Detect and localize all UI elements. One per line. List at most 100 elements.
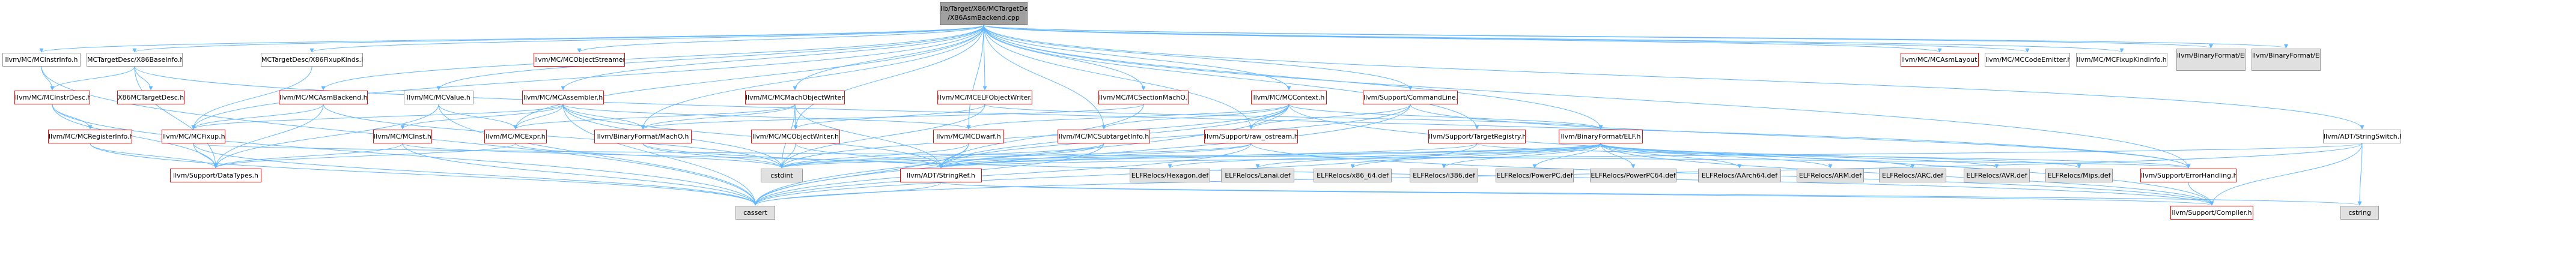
graph-node-hexagon[interactable]: ELFRelocs/Hexagon.def bbox=[1130, 169, 1210, 182]
edge-root-to-mcdwarf bbox=[966, 25, 984, 130]
edge-machoh-to-cstdint bbox=[642, 143, 784, 169]
edge-root-to-mcobjectwriter bbox=[793, 25, 984, 130]
graph-node-avr[interactable]: ELFRelocs/AVR.def bbox=[1964, 169, 2030, 182]
edge-root-to-stringswitch bbox=[983, 25, 2364, 130]
edge-mcassembler-to-cassert bbox=[562, 104, 758, 206]
edge-rawostream-to-stringref bbox=[939, 143, 1252, 169]
edge-mccontext-to-cstdint bbox=[779, 104, 1290, 169]
edge-elfh-to-lanai bbox=[1255, 143, 1601, 169]
edge-root-to-commandline bbox=[983, 25, 1413, 91]
graph-node-x86targetdesc[interactable]: X86MCTargetDesc.h bbox=[117, 91, 184, 104]
graph-node-mcinst[interactable]: llvm/MC/MCInst.h bbox=[373, 130, 432, 143]
edge-mcmachoobjectwriter-to-mcexpr bbox=[513, 104, 796, 130]
graph-node-mcfixup[interactable]: llvm/MC/MCFixup.h bbox=[162, 130, 225, 143]
edge-mcassembler-to-mcexpr bbox=[513, 104, 564, 130]
graph-node-x86fixupkinds[interactable]: MCTargetDesc/X86FixupKinds.h bbox=[261, 53, 363, 67]
graph-node-rawostream[interactable]: llvm/Support/raw_ostream.h bbox=[1204, 130, 1298, 143]
graph-node-mcvalue[interactable]: llvm/MC/MCValue.h bbox=[404, 91, 473, 104]
edge-elfh-to-powerpc bbox=[1532, 143, 1601, 169]
graph-node-stringswitch[interactable]: llvm/ADT/StringSwitch.h bbox=[2323, 130, 2401, 143]
graph-node-mcregisterinfo[interactable]: llvm/MC/MCRegisterInfo.h bbox=[48, 130, 132, 143]
graph-node-x86baseinfo[interactable]: MCTargetDesc/X86BaseInfo.h bbox=[87, 53, 183, 67]
edge-mcobjectwriter-to-stringref bbox=[795, 143, 943, 169]
edge-mcfixup-to-cassert bbox=[193, 143, 758, 206]
edge-mcinstrdesc-to-datatypes bbox=[52, 104, 218, 169]
graph-node-errorhandling[interactable]: llvm/Support/ErrorHandling.h bbox=[2140, 169, 2236, 182]
edge-elfh-to-arc bbox=[1600, 143, 1915, 169]
graph-node-powerpc[interactable]: ELFRelocs/PowerPC.def bbox=[1496, 169, 1574, 182]
graph-node-mcassembler[interactable]: llvm/MC/MCAssembler.h bbox=[522, 91, 604, 104]
graph-node-mcelfobjectwriter[interactable]: llvm/MC/MCELFObjectWriter.h bbox=[937, 91, 1032, 104]
edge-elfh-to-arm bbox=[1600, 143, 1833, 169]
graph-node-arc[interactable]: ELFRelocs/ARC.def bbox=[1879, 169, 1946, 182]
edge-x86baseinfo-to-errorhandling bbox=[134, 66, 2191, 169]
edge-mcdwarf-to-cstdint bbox=[779, 143, 969, 169]
graph-node-cassert[interactable]: cassert bbox=[735, 206, 775, 220]
graph-node-commandline[interactable]: llvm/Support/CommandLine.h bbox=[1363, 91, 1458, 104]
graph-node-mcdwarf[interactable]: llvm/MC/MCDwarf.h bbox=[933, 130, 1004, 143]
graph-node-mccodeemitter[interactable]: llvm/MC/MCCodeEmitter.h bbox=[1985, 53, 2070, 67]
graph-node-mcinstrinfo[interactable]: llvm/MC/MCInstrInfo.h bbox=[2, 53, 81, 67]
graph-node-mccontext[interactable]: llvm/MC/MCContext.h bbox=[1251, 91, 1327, 104]
graph-node-mcfixupkindinfo[interactable]: llvm/MC/MCFixupKindInfo.h bbox=[2076, 53, 2167, 67]
edge-mcmachoobjectwriter-to-stringref bbox=[794, 104, 943, 169]
edge-mcinst-to-datatypes bbox=[213, 143, 403, 169]
edge-root-to-mcobjectstreamer bbox=[577, 25, 984, 53]
edge-commandline-to-stringref bbox=[939, 104, 1411, 169]
graph-node-mcsubtargetinfo[interactable]: llvm/MC/MCSubtargetInfo.h bbox=[1058, 130, 1150, 143]
graph-node-stringref[interactable]: llvm/ADT/StringRef.h bbox=[900, 169, 982, 182]
graph-node-mcobjectwriter[interactable]: llvm/MC/MCObjectWriter.h bbox=[751, 130, 840, 143]
graph-node-datatypes[interactable]: llvm/Support/DataTypes.h bbox=[170, 169, 261, 182]
edge-mcassembler-to-mcfixup bbox=[191, 104, 564, 130]
graph-node-elfi386top[interactable]: llvm/BinaryFormat/ELFRelocs/i386.def bbox=[2252, 49, 2321, 71]
edge-mcvalue-to-mcexpr bbox=[438, 104, 518, 130]
graph-node-powerpc64[interactable]: ELFRelocs/PowerPC64.def bbox=[1590, 169, 1676, 182]
edge-mcinstrinfo-to-mcinstrdesc bbox=[41, 66, 55, 91]
graph-node-mcasmbackend[interactable]: llvm/MC/MCAsmBackend.h bbox=[279, 91, 368, 104]
edge-root-to-mcasmbackend bbox=[321, 25, 984, 91]
edge-x86fixupkinds-to-mcfixup bbox=[191, 66, 312, 130]
edge-elfh-to-powerpc64 bbox=[1600, 143, 1636, 169]
graph-node-lanai[interactable]: ELFRelocs/Lanai.def bbox=[1221, 169, 1294, 182]
edge-stringswitch-to-compiler bbox=[2209, 143, 2363, 206]
edge-x86baseinfo-to-x86targetdesc bbox=[134, 66, 153, 91]
graph-node-mips[interactable]: ELFRelocs/Mips.def bbox=[2045, 169, 2113, 182]
edge-mcsectionmacho-to-machoh bbox=[641, 104, 1144, 130]
edge-mcinst-to-cassert bbox=[402, 143, 758, 206]
edge-mcexpr-to-cstdint bbox=[515, 143, 784, 169]
graph-node-mcasmlayout[interactable]: llvm/MC/MCAsmLayout.h bbox=[1901, 53, 1979, 67]
graph-node-targetregistry[interactable]: llvm/Support/TargetRegistry.h bbox=[1428, 130, 1526, 143]
edge-mcfixup-to-datatypes bbox=[193, 143, 218, 169]
graph-node-machoh[interactable]: llvm/BinaryFormat/MachO.h bbox=[594, 130, 692, 143]
edge-root-to-x86baseinfo bbox=[132, 25, 984, 53]
graph-node-mcinstrdesc[interactable]: llvm/MC/MCInstrDesc.h bbox=[14, 91, 90, 104]
edge-elfh-to-x8664 bbox=[1350, 143, 1601, 169]
graph-node-cstring[interactable]: cstring bbox=[2340, 206, 2379, 220]
graph-node-mcobjectstreamer[interactable]: llvm/MC/MCObjectStreamer.h bbox=[534, 53, 625, 67]
graph-node-i386[interactable]: ELFRelocs/i386.def bbox=[1410, 169, 1478, 182]
edge-mcsubtargetinfo-to-cstdint bbox=[779, 143, 1104, 169]
edge-root-to-mcsectionmacho bbox=[983, 25, 1146, 91]
edge-commandline-to-errorhandling bbox=[1410, 104, 2191, 169]
edge-root-to-mcassembler bbox=[561, 25, 984, 91]
graph-node-arm[interactable]: ELFRelocs/ARM.def bbox=[1797, 169, 1864, 182]
edge-commandline-to-rawostream bbox=[1249, 104, 1411, 130]
graph-node-cstdint[interactable]: cstdint bbox=[761, 169, 803, 182]
graph-node-aarch64[interactable]: ELFRelocs/AArch64.def bbox=[1698, 169, 1781, 182]
edge-mcregisterinfo-to-datatypes bbox=[90, 143, 218, 169]
edge-mccontext-to-mcsubtargetinfo bbox=[1101, 104, 1290, 130]
graph-node-elfh[interactable]: llvm/BinaryFormat/ELF.h bbox=[1559, 130, 1643, 143]
edge-mcinstrdesc-to-cassert bbox=[52, 104, 758, 206]
graph-node-mcsectionmacho[interactable]: llvm/MC/MCSectionMachO.h bbox=[1098, 91, 1189, 104]
edge-elfh-to-aarch64 bbox=[1600, 143, 1742, 169]
graph-node-compiler[interactable]: llvm/Support/Compiler.h bbox=[2170, 206, 2253, 220]
edge-root-to-mcexpr bbox=[513, 25, 984, 130]
graph-node-x8664[interactable]: ELFRelocs/x86_64.def bbox=[1314, 169, 1392, 182]
edge-stringref-to-cassert bbox=[753, 182, 942, 206]
graph-node-mcmachoobjectwriter[interactable]: llvm/MC/MCMachObjectWriter.h bbox=[745, 91, 845, 104]
edge-mcasmbackend-to-cstdint bbox=[323, 104, 784, 169]
edge-mcassembler-to-machoh bbox=[562, 104, 645, 130]
graph-node-elfx8664[interactable]: llvm/BinaryFormat/ELFRelocs/x86_64.def bbox=[2176, 49, 2246, 71]
graph-node-mcexpr[interactable]: llvm/MC/MCExpr.h bbox=[484, 130, 547, 143]
